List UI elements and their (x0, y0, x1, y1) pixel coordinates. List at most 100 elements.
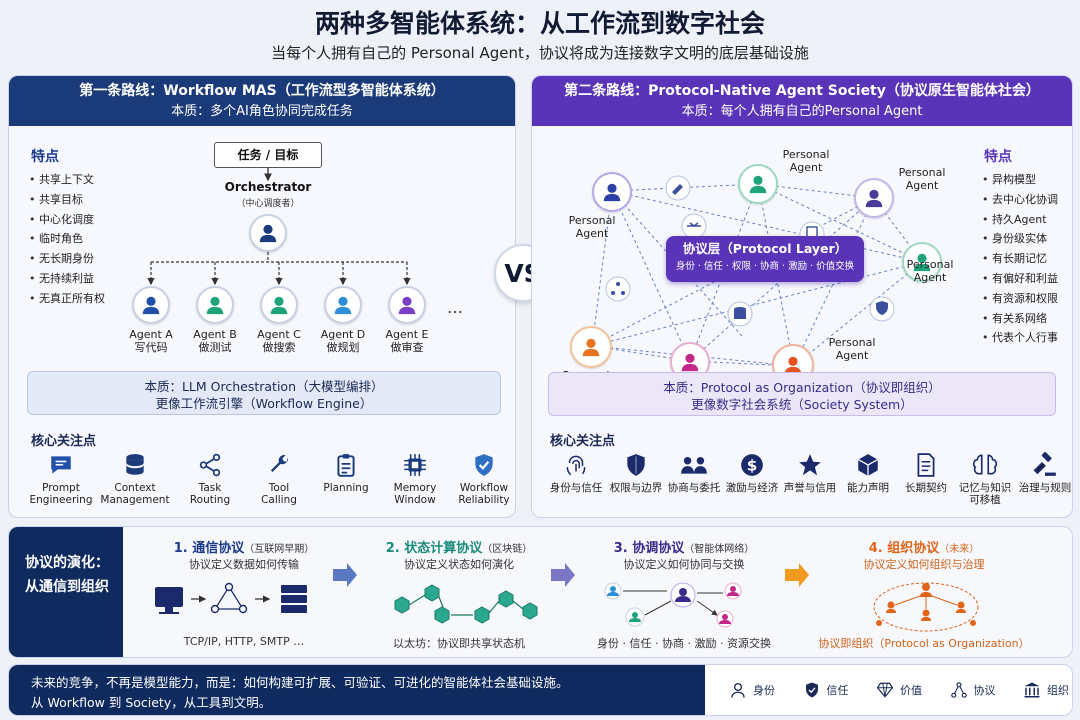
database-icon (126, 454, 144, 475)
right-feature: 持久Agent (982, 210, 1058, 230)
footer-value: 价值 (876, 681, 922, 699)
footer-identity: 身份 (729, 681, 775, 699)
core-permission-boundary: 权限与边界 (606, 452, 666, 494)
core-portable-memory-knowledge: 记忆与知识可移植 (954, 452, 1016, 506)
workflow-mas-header: 第一条路线：Workflow MAS（工作流型多智能体系统） 本质：多个AI角色… (9, 76, 515, 126)
people-icon (681, 456, 707, 474)
diamond-icon (876, 682, 894, 698)
network-icon (950, 682, 967, 698)
core-planning: Planning (311, 452, 381, 494)
person-icon (582, 338, 600, 357)
agent-society-title: 第二条路线：Protocol-Native Agent Society（协议原生… (564, 83, 1040, 99)
person-icon (206, 296, 224, 315)
arrow-right-icon (333, 563, 357, 587)
agents-row (131, 286, 431, 356)
core-incentive-economy: $ 激励与经济 (722, 452, 782, 494)
fingerprint-icon (566, 455, 586, 476)
personal-agent-node (738, 164, 778, 204)
core-long-term-contract: 长期契约 (896, 452, 956, 494)
right-feature: 身份级实体 (982, 229, 1058, 249)
footer-panel: 未来的竞争，不再是模型能力，而是：如何构建可扩展、可验证、可进化的智能体社会基础… (8, 664, 1073, 716)
personal-agent-node (592, 172, 632, 212)
core-negotiation-delegation: 协商与委托 (664, 452, 724, 494)
stage1-examples: TCP/IP, HTTP, SMTP … (183, 635, 305, 648)
stage-state-computation: 2. 状态计算协议（区块链） 协议定义状态如何演化 (385, 541, 533, 571)
person-icon (259, 224, 277, 243)
agent-node-b (195, 286, 235, 324)
left-feature: 共享目标 (29, 190, 105, 210)
agent-society-panel: 第二条路线：Protocol-Native Agent Society（协议原生… (531, 75, 1073, 518)
footer-message: 未来的竞争，不再是模型能力，而是：如何构建可扩展、可验证、可进化的智能体社会基础… (9, 665, 705, 715)
right-feature: 有关系网络 (982, 309, 1058, 329)
left-feature: 无真正所有权 (29, 289, 105, 309)
agent-network (591, 175, 923, 367)
person-icon (334, 296, 352, 315)
clipboard-icon (337, 454, 355, 477)
footer-trust: 信任 (803, 681, 849, 699)
personal-agent-node (902, 242, 942, 282)
core-reputation-credit: 声誉与信用 (780, 452, 840, 494)
blockchain-illustration (394, 584, 538, 624)
evolution-title: 协议的演化： 从通信到组织 (9, 527, 123, 657)
arrow-right-icon (551, 563, 575, 587)
right-feature: 去中心化协调 (982, 190, 1058, 210)
stage-communication: 1. 通信协议（互联网早期） 协议定义数据如何传输 (173, 541, 315, 571)
dollar-icon: $ (741, 454, 763, 476)
footer-keywords: 身份 信任 价值 协议 组织 (729, 681, 1069, 699)
orchestrator-sublabel: （中心调度者） (236, 199, 300, 209)
gavel-icon (1033, 452, 1056, 476)
person-icon (731, 682, 745, 698)
orchestrator-node (249, 214, 287, 252)
person-icon (913, 253, 931, 272)
protocol-evolution-panel: 协议的演化： 从通信到组织 1. 通信协议（互联网早期） 协议定义数据如何传输 … (8, 526, 1073, 658)
protocol-layer-box: 协议层（Protocol Layer） 身份 · 信任 · 权限 · 协商 · … (666, 236, 864, 282)
stage3-examples: 身份 · 信任 · 协商 · 激励 · 资源交换 (597, 637, 771, 650)
hierarchy-connectors (147, 168, 411, 286)
star-icon (799, 454, 821, 476)
page-subtitle: 当每个人拥有自己的 Personal Agent，协议将成为连接数字文明的底层基… (271, 44, 809, 62)
footer-protocol: 协议 (950, 681, 996, 699)
right-essence-box: 本质：Protocol as Organization（协议即组织） 更像数字社… (548, 372, 1056, 416)
page-title: 两种多智能体系统：从工作流到数字社会 (314, 9, 765, 38)
building-icon (1024, 682, 1040, 698)
document-icon (917, 453, 935, 477)
workflow-mas-title: 第一条路线：Workflow MAS（工作流型多智能体系统） (79, 83, 445, 99)
core-governance-rules: 治理与规则 (1014, 452, 1072, 494)
shield-icon (805, 682, 818, 698)
protocol-layer-title: 协议层（Protocol Layer） (682, 241, 848, 256)
coordination-illustration (604, 582, 742, 628)
chip-icon (404, 454, 426, 476)
core-capability-declaration: 能力声明 (838, 452, 898, 494)
footer-organization: 组织 (1023, 681, 1069, 699)
right-feature: 代表个人行事 (982, 328, 1058, 348)
right-features-list: 异构模型 去中心化协调 持久Agent 身份级实体 有长期记忆 有偏好和利益 有… (982, 170, 1058, 348)
right-feature: 有偏好和利益 (982, 269, 1058, 289)
person-icon (603, 183, 621, 202)
share-icon (199, 453, 221, 477)
person-icon (398, 296, 416, 315)
left-features-list: 共享上下文 共享目标 中心化调度 临时角色 无长期身份 无持续利益 无真正所有权 (29, 170, 105, 309)
core-identity-trust: 身份与信任 (546, 452, 606, 494)
agent-node-c (259, 286, 299, 324)
orchestrator-label: Orchestrator (224, 180, 312, 194)
agent-society-essence: 本质：每个人拥有自己的Personal Agent (681, 104, 923, 119)
shield-check-icon (475, 454, 493, 476)
agent-society-header: 第二条路线：Protocol-Native Agent Society（协议原生… (532, 76, 1072, 126)
personal-agent-label: . (558, 332, 618, 345)
stage-coordination: 3. 协调协议（智能体网络） 协议定义如何协同与交换 (613, 541, 755, 571)
person-icon (142, 296, 160, 315)
workflow-mas-panel: 第一条路线：Workflow MAS（工作流型多智能体系统） 本质：多个AI角色… (8, 75, 516, 518)
